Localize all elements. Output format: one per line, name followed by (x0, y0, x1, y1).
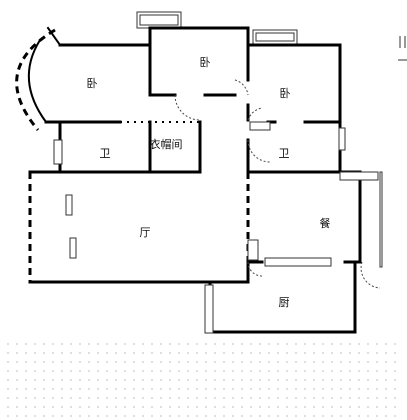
top-window-center (136, 11, 182, 29)
dot-grid (7, 343, 396, 417)
room-label-bedroom-center: 卧 (200, 56, 211, 69)
door-swings (174, 79, 381, 289)
room-label-bathroom-left: 卫 (100, 147, 111, 160)
room-label-bedroom-left: 卧 (87, 77, 98, 90)
open-boundaries (28, 121, 250, 282)
bay-window (15, 26, 62, 131)
room-label-living-room: 厅 (140, 226, 151, 239)
room-label-bathroom-right: 卫 (279, 147, 290, 160)
room-label-dining-room: 餐 (320, 216, 331, 230)
room-label-cloakroom: 衣帽间 (150, 137, 183, 151)
room-label-bedroom-right: 卧 (280, 87, 291, 100)
top-window-right (252, 29, 298, 45)
edge-marks (398, 36, 407, 61)
wall-windows (53, 121, 383, 334)
walls (28, 26, 362, 334)
room-label-kitchen: 厨 (279, 296, 290, 309)
